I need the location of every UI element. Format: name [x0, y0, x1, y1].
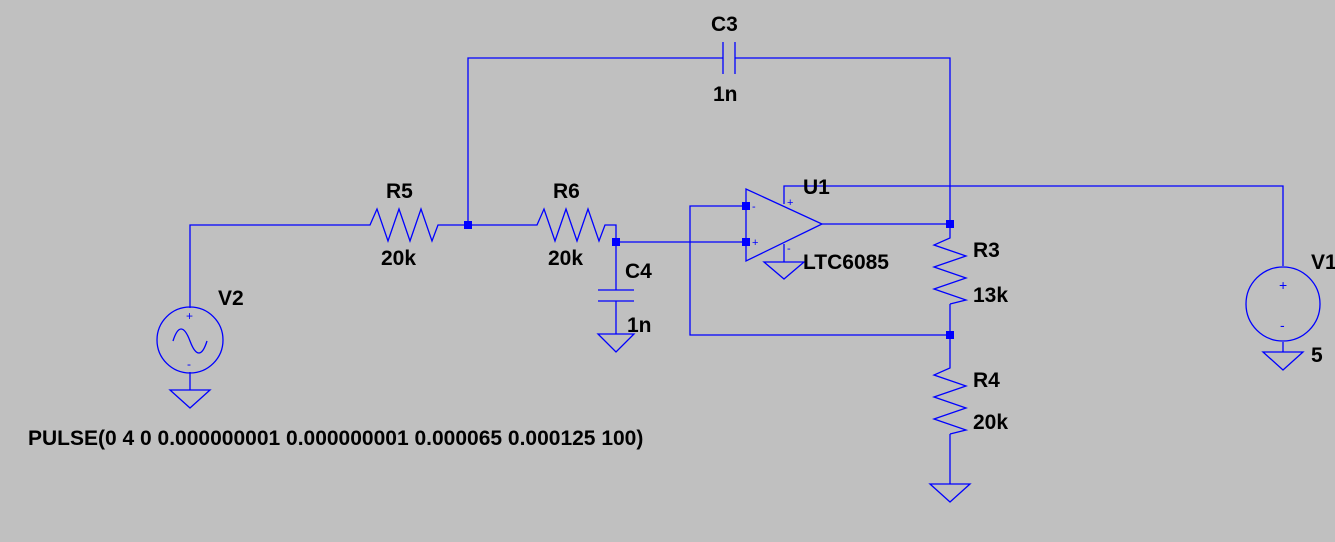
r5-name: R5: [386, 180, 413, 203]
voltage-source-v1[interactable]: + -: [1245, 266, 1321, 342]
resistor-r3[interactable]: [932, 232, 969, 305]
wire-supply[interactable]: [783, 185, 1284, 266]
junction-output: [946, 220, 954, 228]
ground-icon-v2: [168, 389, 212, 409]
v1-name: V1: [1311, 251, 1335, 274]
wire-r6-to-c4[interactable]: [612, 224, 617, 290]
v2-pin-minus: -: [187, 357, 191, 371]
wire-v2-to-r5[interactable]: [189, 224, 365, 308]
u1-name: U1: [803, 176, 830, 199]
voltage-source-v2[interactable]: + -: [156, 306, 224, 374]
v2-value: PULSE(0 4 0 0.000000001 0.000000001 0.00…: [28, 427, 643, 450]
v1-value: 5: [1311, 344, 1323, 367]
c4-name: C4: [625, 260, 652, 283]
r3-value: 13k: [973, 284, 1008, 307]
resistor-r4[interactable]: [932, 362, 969, 435]
v1-pin-plus: +: [1279, 277, 1287, 293]
resistor-r6[interactable]: [532, 207, 612, 243]
resistor-r5[interactable]: [365, 207, 445, 243]
capacitor-c3[interactable]: [722, 42, 736, 74]
r6-name: R6: [553, 180, 580, 203]
junction-r5-r6: [464, 221, 472, 229]
opamp-u1[interactable]: - + + -: [745, 187, 824, 263]
u1-supply-plus: +: [787, 197, 793, 209]
c4-value: 1n: [627, 314, 652, 337]
ground-icon-r4: [928, 483, 972, 503]
ground-icon-v1: [1261, 351, 1305, 371]
labels: C3 1n R5 20k R6 20k C4 1n U1 LTC6085 R3 …: [28, 13, 1335, 450]
u1-value: LTC6085: [803, 251, 889, 274]
ground-icon-c4: [596, 333, 636, 353]
junction-divider: [946, 331, 954, 339]
c3-value: 1n: [713, 83, 738, 106]
wire-c3-left[interactable]: [467, 57, 723, 225]
r4-value: 20k: [973, 411, 1008, 434]
r5-value: 20k: [381, 247, 416, 270]
capacitor-c4[interactable]: [598, 289, 634, 334]
wire-feedback[interactable]: [689, 205, 950, 336]
wires: [189, 57, 1284, 484]
u1-supply-minus: -: [787, 243, 791, 255]
r6-value: 20k: [548, 247, 583, 270]
r4-name: R4: [973, 369, 1000, 392]
v2-name: V2: [218, 287, 244, 310]
c3-name: C3: [711, 13, 738, 36]
r3-name: R3: [973, 239, 1000, 262]
junction-c4-node: [612, 238, 620, 246]
v2-pin-plus: +: [186, 309, 193, 323]
ground-icon-u1: [762, 261, 806, 280]
sine-wave-icon: [172, 328, 208, 354]
wire-c3-right[interactable]: [735, 57, 951, 224]
v1-pin-minus: -: [1280, 317, 1285, 333]
u1-pin-minus: -: [752, 201, 756, 213]
u1-pin-plus: +: [752, 237, 758, 249]
